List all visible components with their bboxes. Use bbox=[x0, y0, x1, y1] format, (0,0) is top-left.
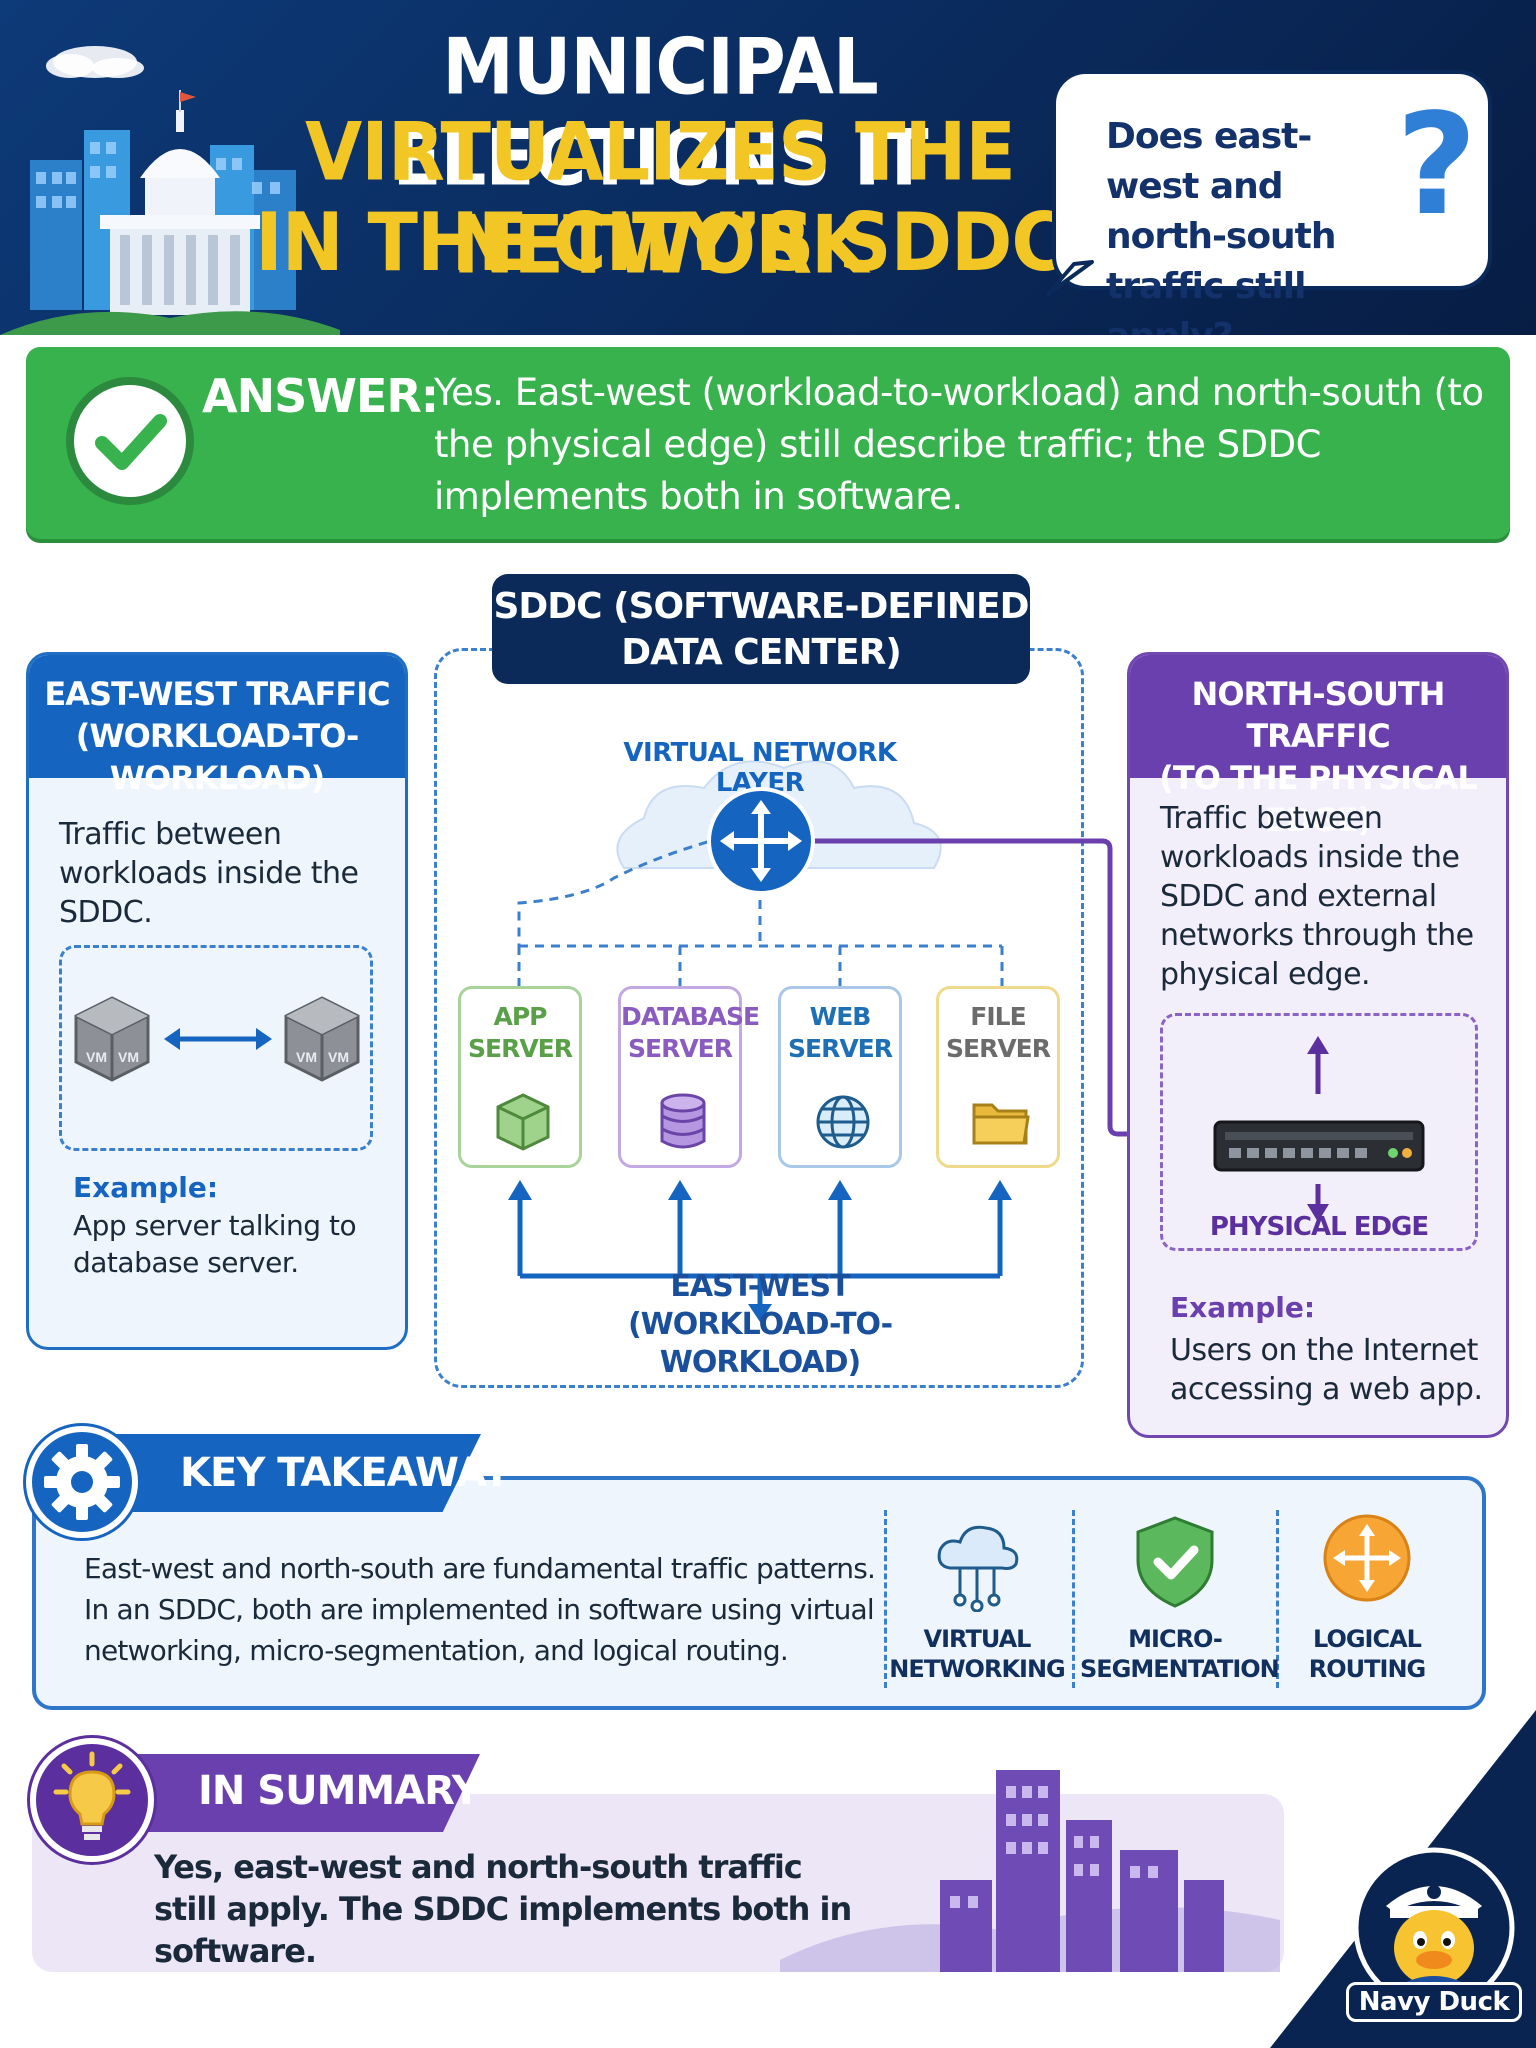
east-west-example-label: Example: bbox=[73, 1171, 219, 1204]
key-takeaway-title: KEY TAKEAWAY bbox=[180, 1450, 511, 1496]
arrow-up-icon bbox=[1307, 1036, 1329, 1094]
title-line-1: MUNICIPAL ELECTIONS IT bbox=[392, 21, 928, 203]
globe-icon bbox=[816, 1095, 870, 1149]
physical-edge-label: PHYSICAL EDGE bbox=[1209, 1212, 1429, 1242]
feature-divider bbox=[1072, 1510, 1075, 1688]
north-south-example-text: Users on the Internet accessing a web ap… bbox=[1170, 1333, 1483, 1407]
north-south-example-label: Example: bbox=[1170, 1291, 1316, 1324]
sddc-title-line-2: DATA CENTER) bbox=[621, 632, 902, 673]
east-west-panel: EAST-WEST TRAFFIC (WORKLOAD-TO-WORKLOAD)… bbox=[26, 652, 408, 1350]
east-west-caption: EAST-WEST (WORKLOAD-TO-WORKLOAD) bbox=[627, 1269, 893, 1380]
answer-banner: ANSWER: Yes. East-west (workload-to-work… bbox=[26, 347, 1510, 539]
navy-duck-label: Navy Duck bbox=[1346, 1982, 1522, 2022]
feature-divider bbox=[1276, 1510, 1279, 1688]
edge-router-device-icon bbox=[1213, 1120, 1425, 1172]
east-west-description: Traffic between workloads inside the SDD… bbox=[59, 817, 359, 930]
physical-edge-frame: PHYSICAL EDGE bbox=[1160, 1013, 1478, 1251]
cube-icon bbox=[496, 1093, 550, 1151]
header-banner: MUNICIPAL ELECTIONS IT VIRTUALIZES THE N… bbox=[0, 0, 1536, 335]
feature-label: MICRO-SEGMENTATION bbox=[1080, 1625, 1280, 1683]
north-south-title: NORTH-SOUTH TRAFFIC bbox=[1191, 675, 1446, 755]
question-speech-bubble: Does east-west and north-south traffic s… bbox=[1052, 70, 1492, 335]
svg-text:VM: VM bbox=[118, 1049, 139, 1065]
key-takeaway-text: East-west and north-south are fundamenta… bbox=[84, 1552, 876, 1667]
cloud-network-icon bbox=[937, 1525, 1019, 1612]
key-takeaway-box bbox=[32, 1476, 1486, 1710]
summary-text: Yes, east-west and north-south traffic s… bbox=[154, 1848, 852, 1970]
question-text: Does east-west and north-south traffic s… bbox=[1106, 116, 1337, 335]
city-hall-illustration bbox=[0, 46, 340, 335]
svg-text:VM: VM bbox=[328, 1049, 349, 1065]
answer-text: Yes. East-west (workload-to-workload) an… bbox=[434, 371, 1484, 518]
vm-cube-icon: VM VM bbox=[74, 996, 150, 1082]
vm-pair-frame: VM VM VM VM bbox=[59, 945, 373, 1151]
router-icon bbox=[1323, 1514, 1411, 1602]
folder-icon bbox=[972, 1103, 1030, 1145]
question-mark-icon: ? bbox=[1396, 84, 1478, 247]
north-south-panel: NORTH-SOUTH TRAFFIC (TO THE PHYSICAL EDG… bbox=[1127, 652, 1509, 1438]
gear-icon bbox=[26, 1426, 138, 1538]
answer-label: ANSWER: bbox=[202, 369, 439, 423]
east-west-example-text: App server talking to database server. bbox=[73, 1209, 357, 1279]
virtual-network-layer-label: VIRTUAL NETWORK LAYER bbox=[623, 738, 897, 798]
title-line-2: VIRTUALIZES THE NETWORK bbox=[305, 106, 1016, 292]
bidirectional-arrow-icon bbox=[164, 1028, 272, 1050]
sddc-title-line-1: SDDC (SOFTWARE-DEFINED bbox=[493, 586, 1029, 627]
sddc-title: SDDC (SOFTWARE-DEFINED DATA CENTER) bbox=[492, 574, 1030, 684]
lightbulb-icon bbox=[30, 1738, 154, 1862]
vm-cube-icon: VM VM bbox=[284, 996, 360, 1082]
title-line-3: IN THE CITY’S SDDC bbox=[255, 196, 1065, 290]
database-icon bbox=[660, 1093, 706, 1149]
purple-skyline-illustration bbox=[780, 1770, 1280, 1972]
arrow-down-icon bbox=[1307, 1184, 1329, 1222]
north-south-subtitle: (TO THE PHYSICAL EDGE) bbox=[1159, 759, 1477, 839]
summary-ribbon bbox=[110, 1754, 480, 1832]
north-south-description: Traffic between workloads inside the SDD… bbox=[1160, 801, 1474, 992]
checkmark-icon bbox=[66, 377, 194, 505]
north-south-panel-header: NORTH-SOUTH TRAFFIC (TO THE PHYSICAL EDG… bbox=[1130, 655, 1506, 839]
summary-title: IN SUMMARY bbox=[198, 1768, 481, 1814]
key-takeaway-ribbon bbox=[96, 1434, 481, 1512]
feature-divider bbox=[884, 1510, 887, 1688]
east-west-panel-header: EAST-WEST TRAFFIC (WORKLOAD-TO-WORKLOAD) bbox=[29, 655, 405, 797]
east-west-title: EAST-WEST TRAFFIC bbox=[44, 675, 390, 713]
svg-text:VM: VM bbox=[86, 1049, 107, 1065]
east-west-subtitle: (WORKLOAD-TO-WORKLOAD) bbox=[75, 717, 360, 797]
svg-text:VM: VM bbox=[296, 1049, 317, 1065]
shield-check-icon bbox=[1136, 1516, 1214, 1608]
virtual-router-icon bbox=[707, 787, 815, 895]
speech-bubble-tail bbox=[1046, 260, 1094, 296]
